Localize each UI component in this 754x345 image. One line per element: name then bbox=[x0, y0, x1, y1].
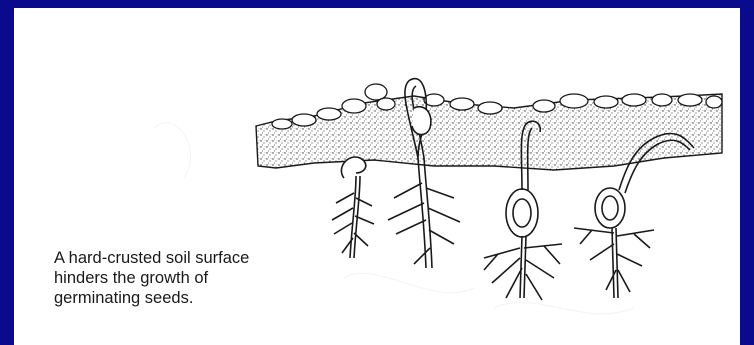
caption-line-3: germinating seeds. bbox=[54, 288, 324, 308]
caption-line-1: A hard-crusted soil surface bbox=[54, 248, 324, 268]
caption-line-2: hinders the growth of bbox=[54, 268, 324, 288]
slide-canvas: A hard-crusted soil surface hinders the … bbox=[14, 8, 740, 345]
seedling-curled-under-crust bbox=[332, 157, 374, 258]
diagram-caption: A hard-crusted soil surface hinders the … bbox=[54, 248, 324, 308]
